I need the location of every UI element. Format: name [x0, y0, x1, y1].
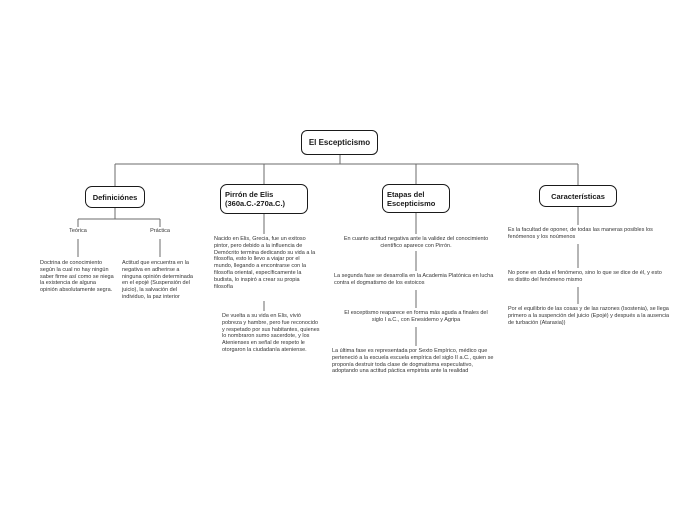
- note-practica-text[interactable]: Actitud que encuentra en la negativa en …: [122, 260, 193, 300]
- sublabel-practica[interactable]: Práctica: [150, 228, 170, 234]
- node-pirron-de-elis[interactable]: Pirrón de Elis (360a.C.-270a.C.): [220, 184, 308, 214]
- note-teorica-text[interactable]: Doctrina de conocimiento según la cual n…: [40, 260, 114, 294]
- node-definiciones[interactable]: Definiciónes: [85, 186, 145, 208]
- note-etapas-3[interactable]: El esceptismo reaparece en forma más agu…: [344, 310, 488, 323]
- node-etapas-del-escepticismo[interactable]: Etapas del Escepticismo: [382, 184, 450, 213]
- note-etapas-1[interactable]: En cuanto actitud negativa ante la valid…: [343, 236, 489, 249]
- sublabel-teorica[interactable]: Teórica: [69, 228, 87, 234]
- node-el-escepticismo[interactable]: El Escepticismo: [301, 130, 378, 155]
- note-pirron-1[interactable]: Nacido en Elis, Grecia, fue un exitoso p…: [214, 236, 316, 290]
- note-caracteristicas-2[interactable]: No pone en duda el fenómeno, sino lo que…: [508, 270, 662, 283]
- note-caracteristicas-1[interactable]: Es la facultad de oponer, de todas las m…: [508, 227, 653, 240]
- node-caracteristicas[interactable]: Características: [539, 185, 617, 207]
- note-etapas-2[interactable]: La segunda fase se desarrolla en la Acad…: [334, 273, 494, 286]
- note-pirron-2[interactable]: De vuelta a su vida en Elis, vivió pobre…: [222, 313, 320, 353]
- note-caracteristicas-3[interactable]: Por el equilibrio de las cosas y de las …: [508, 306, 670, 326]
- note-etapas-4[interactable]: La última fase es representada por Sexto…: [332, 348, 494, 375]
